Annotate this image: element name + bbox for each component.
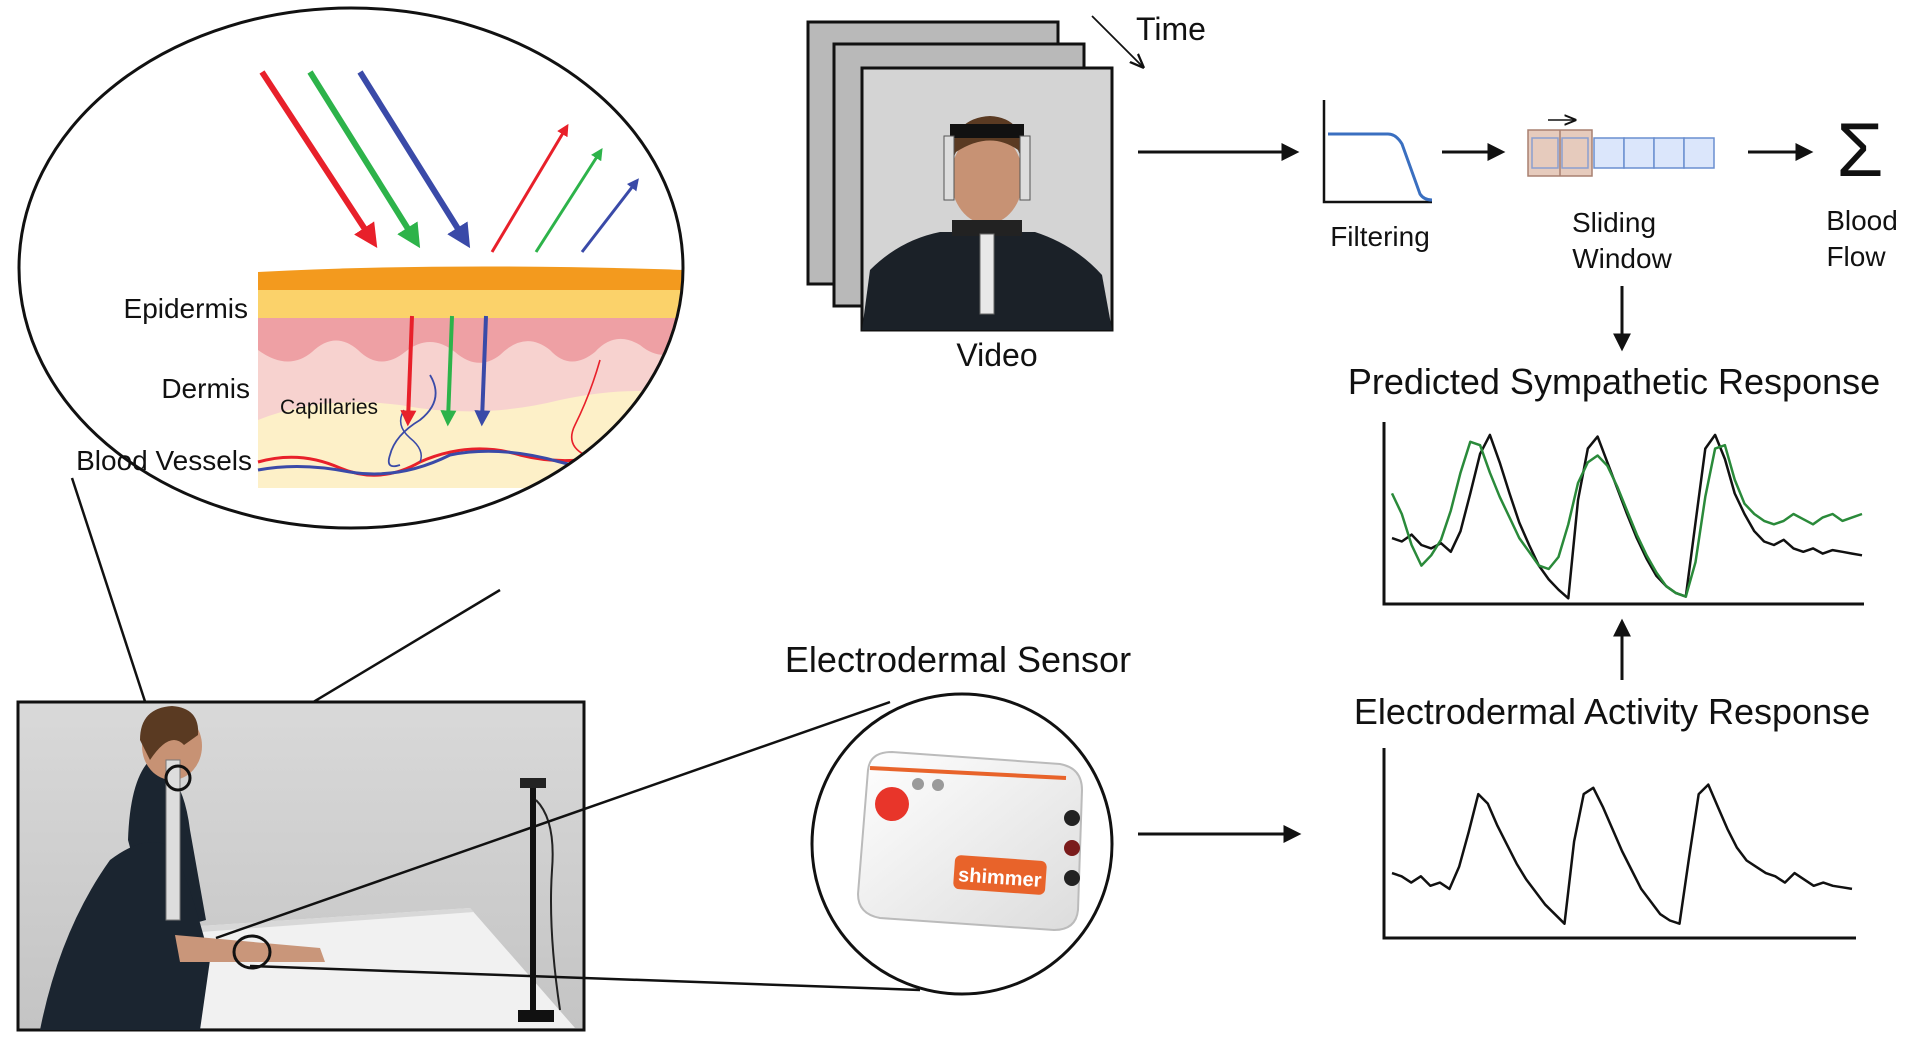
chart-predicted-axes: [1382, 422, 1864, 606]
penetrating-red-light: [400, 315, 417, 427]
label-flow: Flow: [1826, 241, 1886, 272]
reflected-green-light: [534, 147, 603, 253]
zoom-line-sensor-top: [215, 700, 891, 940]
incoming-blue-light: [357, 70, 471, 249]
reflected-red-light: [490, 123, 569, 253]
zoom-circle-skin: [17, 6, 685, 530]
capillary-blue: [387, 374, 437, 468]
label-electrodermal-sensor: Electrodermal Sensor: [785, 639, 1131, 680]
sum-symbol: Σ: [1837, 108, 1884, 193]
sensor-device: shimmer: [810, 692, 1114, 996]
label-blood-vessels: Blood Vessels: [76, 445, 252, 476]
label-epidermis: Epidermis: [124, 293, 248, 324]
sensor-button-red: [875, 787, 909, 821]
chart-1-series-0-line: [1391, 783, 1853, 925]
incoming-red-light: [259, 70, 378, 249]
chart-predicted-response: [1382, 422, 1864, 606]
chart-title-eda: Electrodermal Activity Response: [1354, 691, 1870, 732]
label-video: Video: [956, 337, 1037, 373]
zoom-marker-hand: [232, 934, 272, 970]
video-frames: Time Video: [806, 11, 1206, 373]
sensor-brand-badge: [953, 855, 1047, 895]
processing-pipeline: Filtering Sliding Window Σ Blood Flow: [1138, 100, 1898, 352]
label-blood: Blood: [1826, 205, 1898, 236]
chart-eda-response: [1382, 748, 1856, 940]
skin-illustration: Epidermis Dermis Blood Vessels Capillari…: [17, 6, 685, 530]
filter-icon: [1322, 100, 1433, 204]
label-dermis: Dermis: [161, 373, 250, 404]
reflected-blue-light: [580, 178, 639, 253]
capillary-red: [570, 359, 601, 456]
chart-0-series-0-line: [1391, 433, 1863, 600]
chart-eda-axes: [1382, 748, 1856, 940]
time-arrow: [1091, 15, 1142, 66]
setup-photo: [16, 700, 586, 1032]
label-time: Time: [1136, 11, 1206, 47]
person-arm: [175, 935, 325, 962]
zoom-marker-head: [164, 764, 192, 792]
incoming-green-light: [307, 70, 421, 249]
chart-0-series-1-line: [1390, 440, 1863, 598]
label-sliding: Sliding: [1572, 207, 1656, 238]
dermis-wave-layer: [258, 318, 683, 363]
label-filtering: Filtering: [1330, 221, 1430, 252]
sliding-window-icon: [1527, 120, 1715, 177]
penetrating-blue-light: [474, 315, 491, 427]
label-window: Window: [1572, 243, 1672, 274]
penetrating-green-light: [440, 315, 457, 427]
chart-title-predicted: Predicted Sympathetic Response: [1348, 361, 1880, 402]
label-capillaries: Capillaries: [280, 396, 378, 419]
zoom-line-sensor-bottom: [249, 964, 921, 992]
